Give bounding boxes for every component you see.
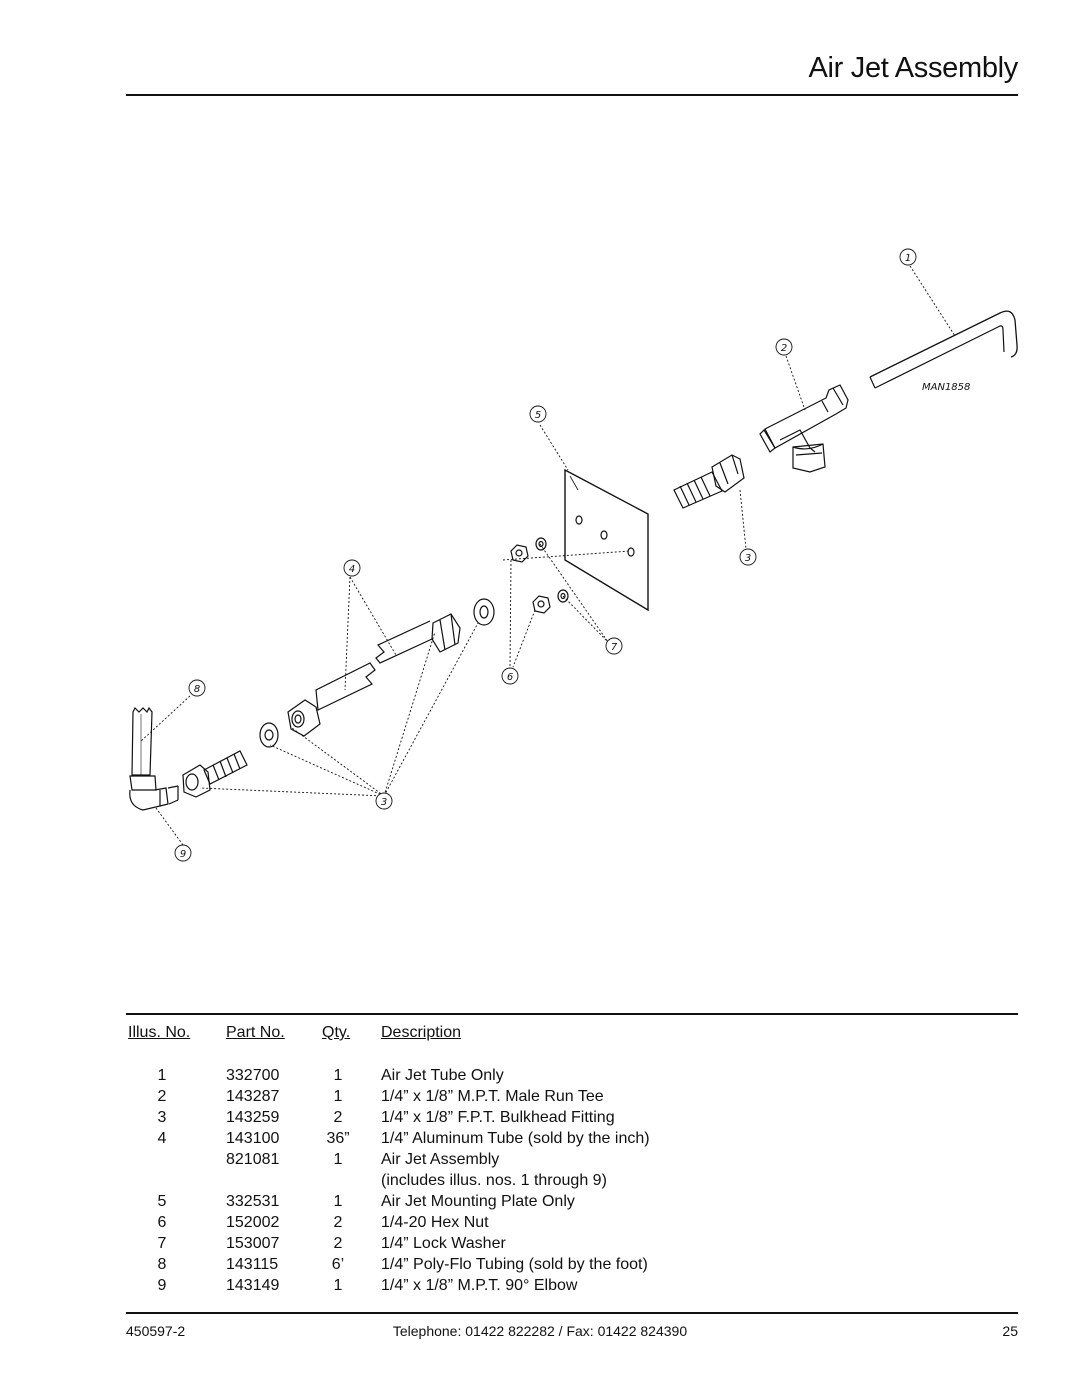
- qty: 2: [333, 1214, 343, 1231]
- table-row: 3 143259 2 1/4” x 1/8” F.P.T. Bulkhead F…: [0, 1109, 1080, 1130]
- header-qty: Qty.: [322, 1024, 351, 1041]
- illus-no: 5: [157, 1193, 167, 1210]
- description: 1/4” Poly-Flo Tubing (sold by the foot): [381, 1256, 648, 1273]
- hex-nut-upper: [510, 544, 529, 563]
- qty: 1: [333, 1277, 343, 1294]
- illus-no: 4: [157, 1130, 167, 1147]
- callout-8: 8: [194, 684, 200, 695]
- bulkhead-fitting-upper: [673, 454, 745, 509]
- qty: 36”: [326, 1130, 350, 1147]
- callout-7: 7: [611, 642, 618, 653]
- table-row: 2 143287 1 1/4” x 1/8” M.P.T. Male Run T…: [0, 1088, 1080, 1109]
- page-number: 25: [1002, 1323, 1018, 1339]
- table-row: 8 143115 6’ 1/4” Poly-Flo Tubing (sold b…: [0, 1256, 1080, 1277]
- header-part: Part No.: [226, 1024, 285, 1041]
- bulkhead-washer-lower: [259, 722, 279, 748]
- qty: 1: [333, 1067, 343, 1084]
- bulkhead-washer-middle: [473, 598, 495, 626]
- table-row: 7 153007 2 1/4” Lock Washer: [0, 1235, 1080, 1256]
- qty: 6’: [331, 1256, 345, 1273]
- part-no: 332531: [226, 1193, 280, 1210]
- illus-no: 8: [157, 1256, 167, 1273]
- table-row: 4 143100 36” 1/4” Aluminum Tube (sold by…: [0, 1130, 1080, 1151]
- contact-info: Telephone: 01422 822282 / Fax: 01422 824…: [392, 1323, 688, 1339]
- part-no: 821081: [226, 1151, 280, 1168]
- leader-lines: [139, 265, 956, 846]
- aluminum-tube: [315, 613, 461, 711]
- male-run-tee: [759, 384, 849, 473]
- description: 1/4-20 Hex Nut: [381, 1214, 489, 1231]
- qty: 2: [333, 1109, 343, 1126]
- qty: 2: [333, 1235, 343, 1252]
- qty: 1: [333, 1088, 343, 1105]
- part-no: 152002: [226, 1214, 280, 1231]
- elbow-fitting: [129, 775, 179, 811]
- parts-table: 1 332700 1 Air Jet Tube Only 2 143287 1 …: [0, 1067, 1080, 1298]
- table-row: 9 143149 1 1/4” x 1/8” M.P.T. 90° Elbow: [0, 1277, 1080, 1298]
- description: 1/4” x 1/8” M.P.T. 90° Elbow: [381, 1277, 578, 1294]
- callout-3-upper: 3: [745, 553, 751, 564]
- footer-rule: [126, 1312, 1018, 1314]
- air-jet-tube: [869, 310, 1018, 389]
- description: 1/4” x 1/8” F.P.T. Bulkhead Fitting: [381, 1109, 615, 1126]
- exploded-assembly-drawing: 1 2 5 3 4 7 6 8 3 9 MAN1858: [129, 248, 1018, 862]
- illus-no: 9: [157, 1277, 167, 1294]
- drawing-number: MAN1858: [922, 382, 970, 393]
- callout-5: 5: [535, 410, 541, 421]
- callout-3-lower: 3: [381, 797, 387, 808]
- doc-number: 450597-2: [126, 1323, 186, 1339]
- lock-washer-upper: [535, 537, 547, 551]
- header-desc: Description: [381, 1024, 462, 1041]
- table-row: 821081 1 Air Jet Assembly: [0, 1151, 1080, 1172]
- table-row: (includes illus. nos. 1 through 9): [0, 1172, 1080, 1193]
- description: 1/4” Aluminum Tube (sold by the inch): [381, 1130, 650, 1147]
- callout-6: 6: [507, 672, 513, 683]
- illus-no: 6: [157, 1214, 167, 1231]
- mounting-plate: [564, 468, 649, 612]
- qty: 1: [333, 1151, 343, 1168]
- part-no: 143287: [226, 1088, 280, 1105]
- callout-1: 1: [905, 253, 911, 264]
- table-rule: [126, 1013, 1018, 1015]
- poly-flo-tubing: [131, 706, 153, 776]
- part-no: 143115: [226, 1256, 279, 1273]
- header-illus: Illus. No.: [128, 1024, 191, 1041]
- part-no: 143149: [226, 1277, 280, 1294]
- description: Air Jet Mounting Plate Only: [381, 1193, 575, 1210]
- table-row: 1 332700 1 Air Jet Tube Only: [0, 1067, 1080, 1088]
- hex-nut-lower: [532, 595, 551, 614]
- callout-2: 2: [781, 343, 787, 354]
- lock-washer-lower: [557, 589, 569, 603]
- description: 1/4” x 1/8” M.P.T. Male Run Tee: [381, 1088, 604, 1105]
- callout-4: 4: [349, 564, 355, 575]
- table-row: 5 332531 1 Air Jet Mounting Plate Only: [0, 1193, 1080, 1214]
- description: (includes illus. nos. 1 through 9): [381, 1172, 607, 1189]
- description: Air Jet Assembly: [381, 1151, 500, 1168]
- illus-no: 1: [157, 1067, 167, 1084]
- title-rule: [126, 94, 1018, 96]
- description: 1/4” Lock Washer: [381, 1235, 506, 1252]
- page-title: Air Jet Assembly: [808, 52, 1018, 84]
- illus-no: 7: [157, 1235, 167, 1252]
- part-no: 143259: [226, 1109, 280, 1126]
- bulkhead-nut-lower: [287, 699, 321, 737]
- description: Air Jet Tube Only: [381, 1067, 504, 1084]
- qty: 1: [333, 1193, 343, 1210]
- illus-no: 2: [157, 1088, 167, 1105]
- part-no: 153007: [226, 1235, 280, 1252]
- part-no: 143100: [226, 1130, 280, 1147]
- bulkhead-fitting-lower: [182, 750, 248, 798]
- illus-no: 3: [157, 1109, 167, 1126]
- callout-9: 9: [180, 849, 186, 860]
- part-no: 332700: [226, 1067, 280, 1084]
- table-row: 6 152002 2 1/4-20 Hex Nut: [0, 1214, 1080, 1235]
- callout-balloons: [174, 248, 917, 862]
